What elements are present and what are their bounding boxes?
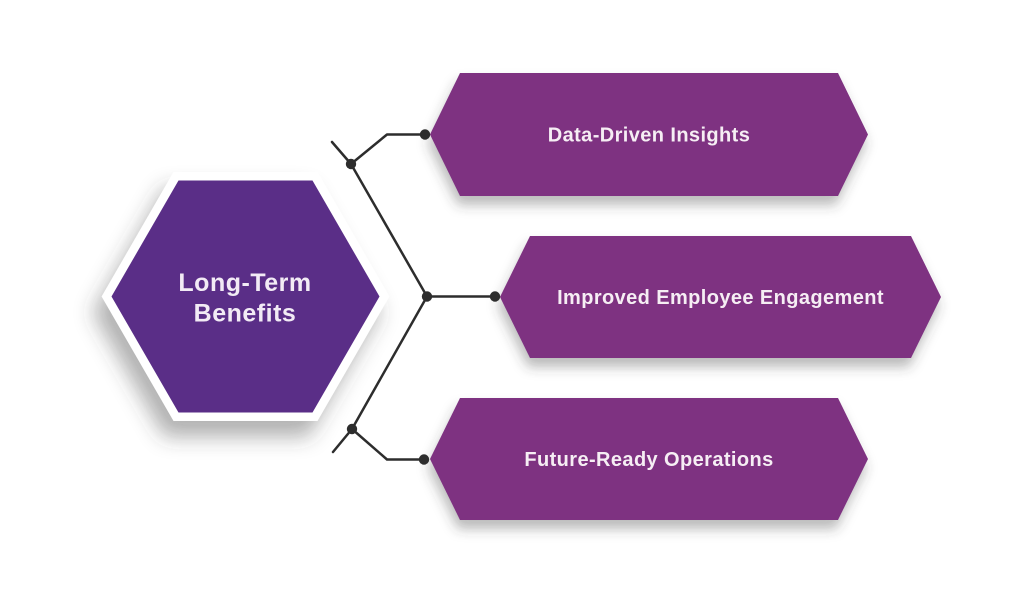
center-hexagon — [101, 172, 390, 421]
connector-branch-top — [349, 133, 427, 166]
banner-label-data-driven-insights: Data-Driven Insights — [548, 125, 750, 147]
banner-label-improved-employee-engagement: Improved Employee Engagement — [557, 287, 884, 309]
connector-dot — [418, 454, 430, 465]
connector-dot — [421, 291, 433, 302]
center-hexagon-label-line1: Long-Term — [178, 269, 311, 297]
banner-label-future-ready-operations: Future-Ready Operations — [524, 449, 773, 471]
connector-branch-bottom — [350, 427, 426, 461]
connector-dot — [346, 423, 358, 435]
banner-labels: Data-Driven Insights Improved Employee E… — [524, 125, 884, 472]
connector-dot — [345, 158, 357, 170]
connector-dots — [345, 129, 501, 465]
banner-shape-data-driven-insights — [430, 73, 868, 196]
connector-dot — [419, 129, 431, 140]
banner-shape-improved-employee-engagement — [500, 236, 941, 358]
banner-shape-future-ready-operations — [430, 398, 868, 520]
center-hexagon-label: Long-Term Benefits — [178, 269, 311, 328]
banner-shapes — [430, 73, 941, 520]
center-hexagon-label-line2: Benefits — [194, 300, 297, 328]
center-hexagon-shape — [101, 172, 390, 421]
connector-dot — [489, 291, 501, 302]
